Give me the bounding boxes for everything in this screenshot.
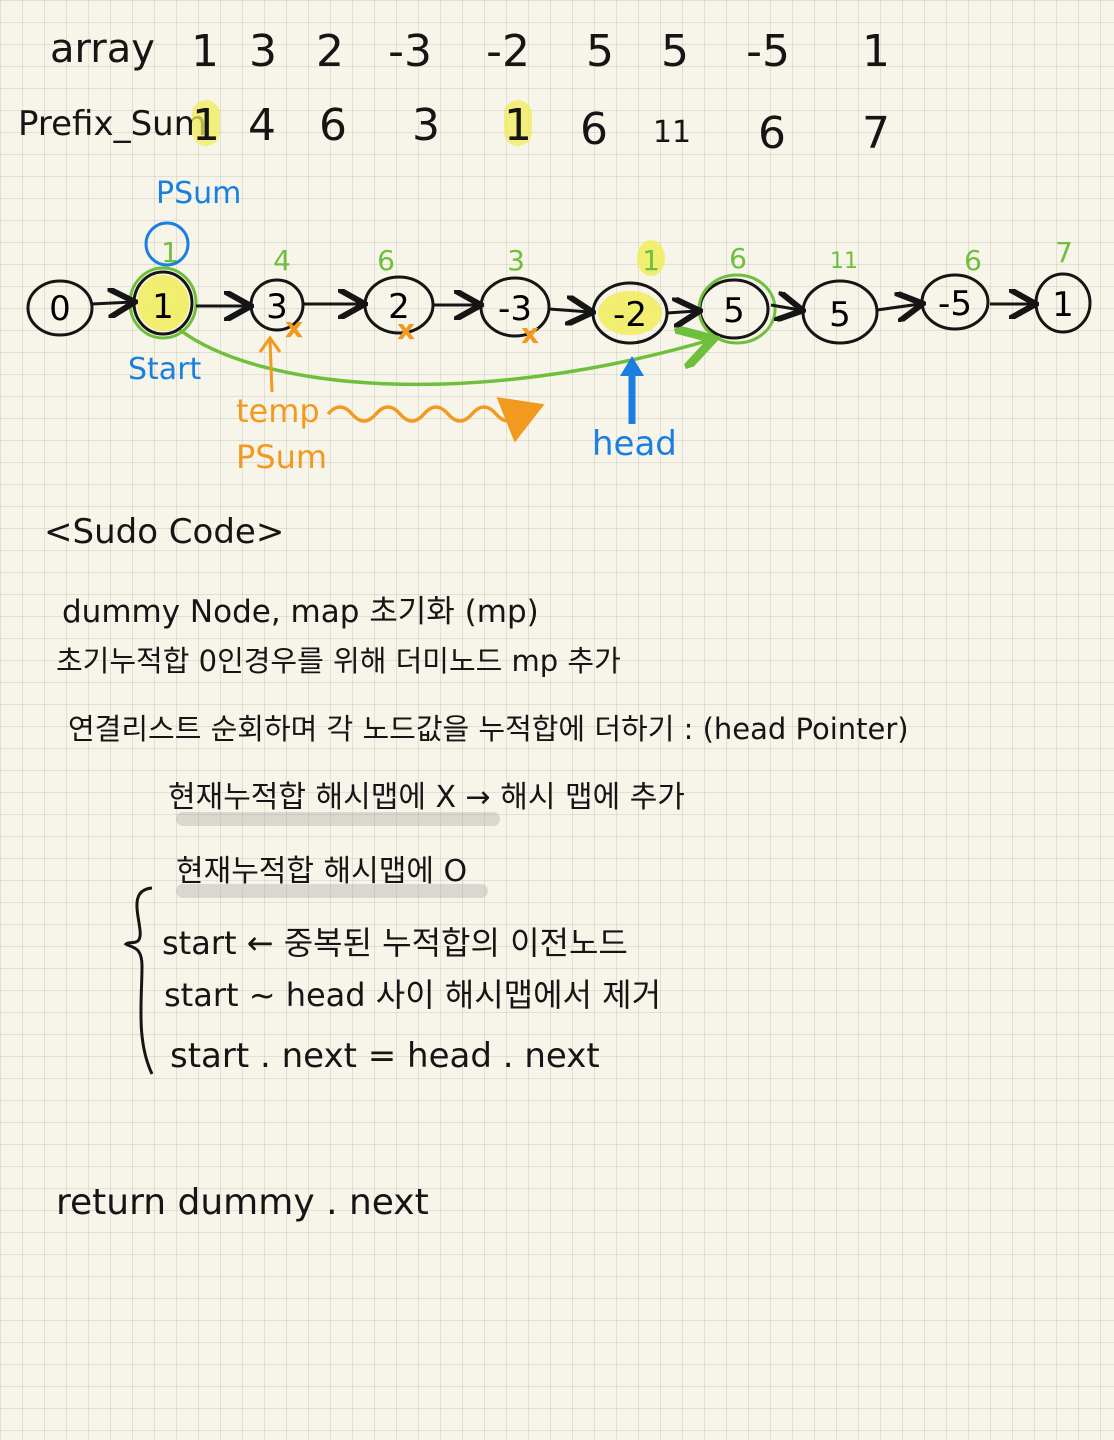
- code-line-in-map: 현재누적합 해시맵에 O: [176, 854, 468, 889]
- linked-list-diagram: 0 1 3 2 -3 -2 5 5 -5 1 1 4 6 3 1 6 11 6 …: [26, 221, 1092, 443]
- node-value: 1: [152, 287, 174, 327]
- prefix-value: 11: [652, 115, 692, 150]
- head-label: head: [592, 424, 677, 464]
- start-label: Start: [128, 352, 202, 387]
- array-value: 1: [191, 26, 219, 77]
- code-line-traverse: 연결리스트 순회하며 각 노드값을 누적합에 더하기 : (head Point…: [68, 712, 909, 746]
- next-arrow: [91, 302, 132, 304]
- node-value: 3: [266, 287, 288, 327]
- next-arrow: [770, 305, 800, 310]
- psum-label: PSum: [156, 176, 242, 211]
- removed-x-mark: x: [521, 317, 539, 350]
- removed-x-mark: x: [285, 311, 303, 344]
- node-value: 0: [49, 289, 71, 329]
- prefix-sum-row-label: Prefix_Sum: [18, 104, 207, 144]
- temp-psum-pointer: [268, 339, 274, 393]
- code-line-init: dummy Node, map 초기화 (mp): [62, 594, 539, 630]
- prefix-value: 4: [248, 100, 276, 151]
- prefix-value: 3: [412, 100, 440, 151]
- node-sum: 6: [729, 242, 747, 275]
- code-line-start-assign: start ← 중복된 누적합의 이전노드: [162, 924, 628, 962]
- node-value: -3: [498, 289, 532, 329]
- array-value: 2: [316, 26, 344, 77]
- node-circle: [26, 279, 94, 337]
- code-line-return: return dummy . next: [56, 1182, 429, 1223]
- node-sum: 11: [830, 249, 858, 274]
- code-line-remove: start ~ head 사이 해시맵에서 제거: [164, 976, 662, 1014]
- head-pointer-tip: [620, 356, 644, 376]
- next-arrows: [91, 302, 1033, 313]
- prefix-value: 6: [758, 108, 786, 159]
- prefix-value: 7: [862, 108, 890, 159]
- array-value: 5: [586, 26, 614, 77]
- prefix-highlight-2: [504, 100, 532, 146]
- next-arrow: [666, 311, 697, 313]
- pseudo-code-header: <Sudo Code>: [44, 512, 285, 552]
- node-value: -5: [938, 284, 972, 324]
- array-value: 1: [862, 26, 890, 77]
- traverse-wavy-arrow: [326, 397, 545, 443]
- next-arrow: [876, 304, 920, 310]
- array-value: -5: [746, 26, 790, 77]
- node-value: -2: [613, 295, 647, 335]
- temp-label: temp: [236, 392, 320, 430]
- curly-brace: [123, 886, 154, 1075]
- array-value: -3: [388, 26, 432, 77]
- code-line-relink: start . next = head . next: [170, 1036, 600, 1076]
- node-sum: 6: [964, 244, 982, 277]
- node-values: 0 1 3 2 -3 -2 5 5 -5 1: [49, 284, 1074, 335]
- node-sum: 6: [377, 244, 395, 277]
- temp-psum-pointer-head: [258, 335, 282, 353]
- node-value: 1: [1052, 285, 1074, 325]
- skip-link-arrow: [178, 330, 710, 387]
- psum-marker-circle: [144, 221, 190, 267]
- sum-highlight: [637, 240, 665, 276]
- node-sum: 3: [507, 244, 525, 277]
- node-highlight: [137, 275, 189, 331]
- node-sum: 7: [1055, 236, 1073, 269]
- temp-psum-label: PSum: [236, 438, 328, 476]
- removed-marks: x x x: [285, 311, 539, 350]
- node-value: 5: [829, 295, 851, 335]
- next-arrow: [548, 309, 590, 312]
- prefix-value: 1: [192, 100, 220, 151]
- prefix-value: 6: [319, 100, 347, 151]
- condition-underline: [176, 812, 500, 826]
- array-value: -2: [486, 26, 530, 77]
- code-line-dummy: 초기누적합 0인경우를 위해 더미노드 mp 추가: [56, 644, 621, 678]
- prefix-value: 1: [504, 100, 532, 151]
- node-sum: 4: [273, 244, 291, 277]
- prefix-highlight-1: [192, 100, 220, 146]
- removed-x-mark: x: [397, 313, 415, 346]
- sums-above-nodes: 1 4 6 3 1 6 11 6 7: [161, 236, 1073, 277]
- node-sum: 1: [161, 236, 179, 269]
- node-highlight: [598, 291, 662, 335]
- node-value: 2: [388, 287, 410, 327]
- prefix-value: 6: [580, 104, 608, 155]
- condition-underline: [176, 884, 488, 898]
- array-value: 3: [249, 26, 277, 77]
- code-line-not-in-map: 현재누적합 해시맵에 X → 해시 맵에 추가: [168, 780, 685, 815]
- array-value: 5: [661, 26, 689, 77]
- node-value: 5: [723, 291, 745, 331]
- array-row-label: array: [50, 26, 155, 72]
- node-sum: 1: [642, 244, 660, 277]
